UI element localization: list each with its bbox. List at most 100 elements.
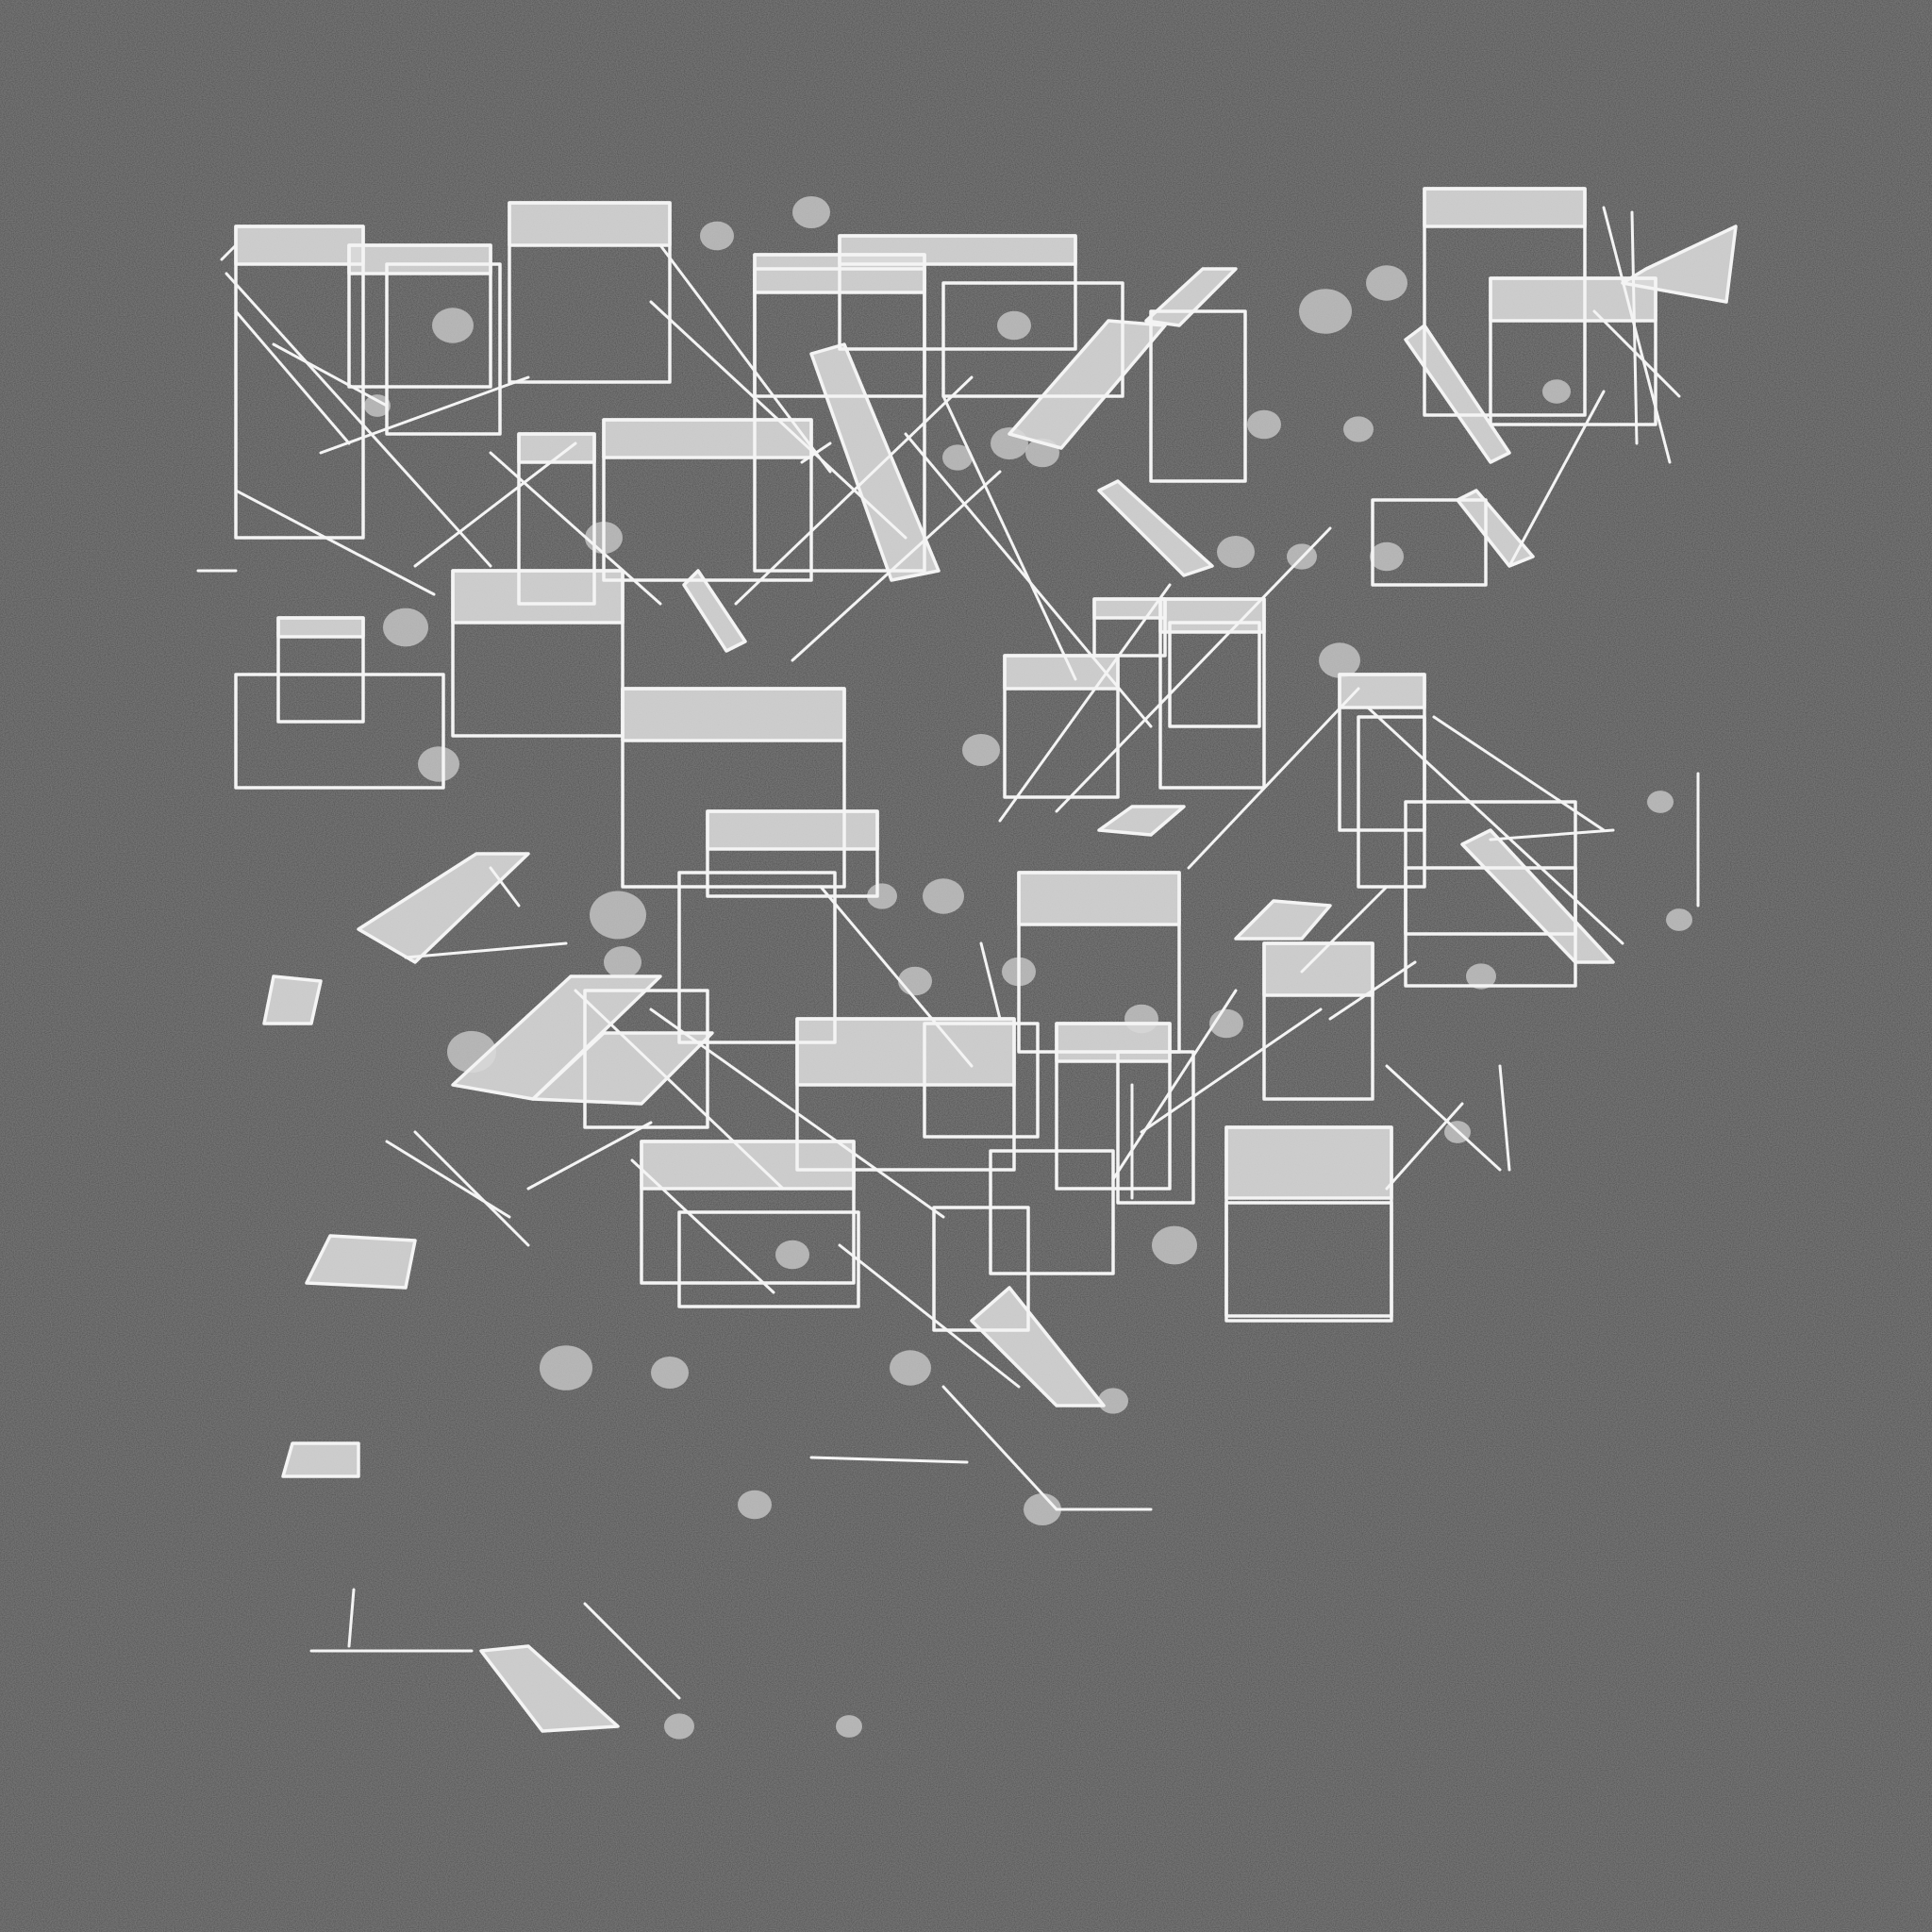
filled-band-outline: [1017, 871, 1181, 926]
chalk-blot: [898, 966, 932, 996]
slanted-band: [533, 1033, 712, 1104]
sketch-line: [1366, 706, 1624, 945]
sketch-line: [347, 1588, 356, 1648]
chalk-blot: [1343, 416, 1374, 442]
slanted-band-outline: [305, 1234, 417, 1290]
filled-band: [1057, 1024, 1170, 1061]
sketch-line: [1328, 960, 1417, 1021]
slanted-band-outline: [682, 569, 747, 653]
slanted-band: [453, 976, 660, 1099]
filled-band-layer: [236, 189, 1736, 1731]
sketch-box: [923, 1022, 1040, 1139]
slanted-band-outline: [357, 852, 530, 964]
chalk-blot: [1098, 1388, 1128, 1414]
sketch-line: [1187, 687, 1360, 870]
sketch-line: [404, 941, 568, 959]
chalk-blot: [540, 1345, 592, 1391]
sketch-line: [1432, 715, 1606, 832]
filled-band-outline: [838, 234, 1077, 266]
slanted-band: [1009, 321, 1165, 448]
slanted-band-outline: [1097, 805, 1186, 837]
chalk-blot: [738, 1490, 772, 1520]
chalk-blot: [1466, 963, 1496, 990]
filled-band: [1019, 873, 1179, 924]
filled-band-outline: [706, 809, 879, 851]
slanted-band-outline: [1460, 828, 1615, 964]
sketch-line: [1507, 390, 1606, 568]
sketch-line: [489, 866, 521, 908]
filled-band-outline: [602, 418, 813, 459]
sketch-line: [904, 432, 1153, 728]
filled-band-outline: [621, 687, 846, 742]
filled-band-outline: [451, 569, 625, 625]
sketch-line: [998, 583, 1172, 823]
sketch-line: [734, 375, 974, 606]
slanted-band: [1406, 325, 1509, 462]
filled-band: [1160, 599, 1264, 632]
sketch-line: [838, 1243, 1021, 1389]
sketch-line: [526, 1121, 653, 1191]
blot-layer: [364, 196, 1692, 1740]
sketch-line: [1300, 885, 1389, 974]
filled-band: [1094, 599, 1165, 618]
slanted-band-outline: [1621, 225, 1738, 304]
sketch-line: [225, 272, 492, 568]
chalk-blot: [1299, 289, 1352, 334]
filled-band: [797, 1019, 1014, 1085]
slanted-band: [1457, 491, 1533, 566]
sketch-line: [1602, 206, 1672, 464]
chalk-blot: [1370, 541, 1404, 572]
filled-band: [1340, 675, 1424, 708]
sketch-line: [941, 394, 1077, 681]
chalk-blot: [1152, 1225, 1197, 1265]
filled-band-outline: [1055, 1022, 1172, 1063]
sketch-line: [319, 375, 530, 455]
chalk-blot: [942, 444, 973, 471]
filled-band-outline: [1158, 597, 1266, 634]
filled-band: [1264, 943, 1373, 995]
sketch-line: [413, 441, 577, 568]
chalk-blot: [1366, 265, 1407, 301]
sketch-line: [234, 309, 351, 445]
slanted-band-outline: [531, 1031, 714, 1106]
filled-band: [840, 236, 1075, 264]
chalk-blot: [651, 1357, 689, 1389]
chalk-blot: [792, 196, 830, 228]
chalk-blot: [700, 221, 734, 251]
slanted-band: [811, 344, 939, 580]
sketch-line: [234, 489, 436, 596]
sketch-box: [1371, 498, 1488, 587]
filled-band: [1424, 189, 1585, 226]
sketch-line: [583, 1602, 681, 1700]
sketch-box: [234, 673, 445, 790]
chalk-blot: [867, 883, 897, 909]
filled-band: [1226, 1127, 1391, 1198]
slanted-band: [358, 854, 528, 962]
slanted-band: [972, 1288, 1104, 1406]
sketch-line: [1055, 526, 1332, 813]
sketch-line: [979, 941, 1002, 1021]
sketch-line: [413, 1130, 530, 1247]
slanted-band-outline: [809, 342, 941, 582]
filled-band: [453, 571, 623, 623]
filled-band: [641, 1141, 854, 1189]
sketch-line: [1489, 828, 1615, 841]
sketch-box: [1149, 309, 1247, 483]
filled-band: [278, 618, 363, 637]
slanted-band: [1099, 481, 1212, 575]
sketch-line: [1592, 309, 1681, 398]
filled-band-outline: [1092, 597, 1167, 620]
sketch-line: [819, 885, 974, 1068]
filled-band: [623, 689, 844, 741]
sketch-line: [630, 1158, 775, 1294]
sketch-box: [753, 267, 926, 573]
filled-band-outline: [1338, 673, 1426, 709]
sketch-line: [1498, 1064, 1511, 1172]
filled-band-outline: [1489, 276, 1657, 323]
slanted-band: [1236, 901, 1330, 939]
chalk-blot: [1666, 908, 1692, 931]
chalk-blot: [962, 734, 1000, 766]
filled-band-outline: [1003, 654, 1120, 691]
filled-band: [604, 420, 811, 458]
